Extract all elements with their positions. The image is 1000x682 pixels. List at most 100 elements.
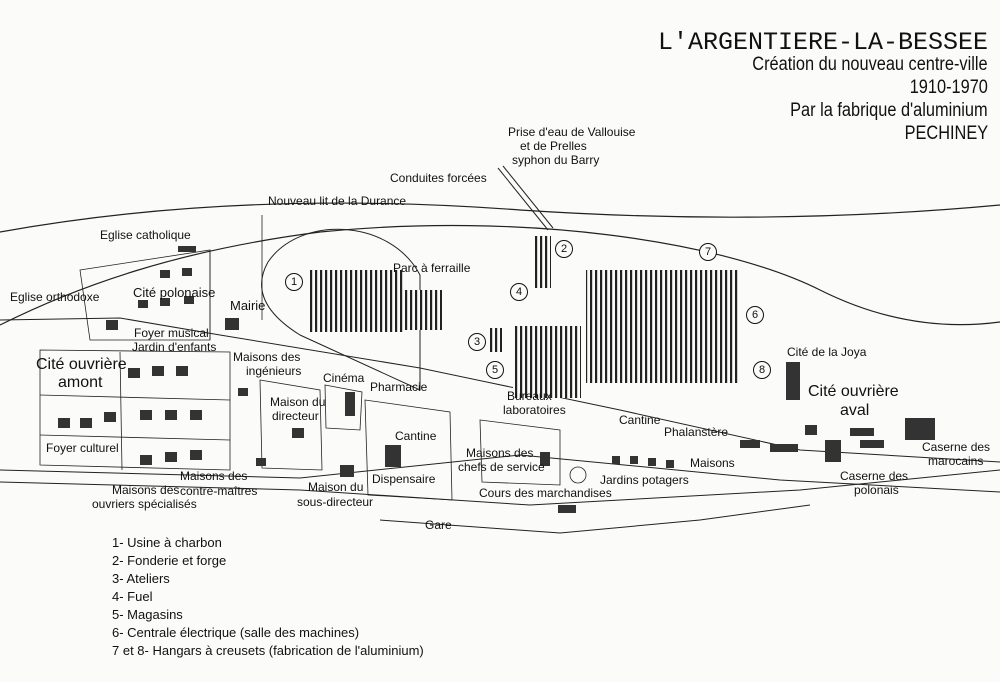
house [80, 418, 92, 428]
house [165, 410, 177, 420]
label-cours-marchandises: Cours des marchandises [479, 486, 612, 500]
house [825, 440, 841, 462]
marker-7: 7 [699, 243, 717, 261]
house [140, 455, 152, 465]
marker-1: 1 [285, 273, 303, 291]
house [104, 412, 116, 422]
house [770, 444, 798, 452]
subtitle-line-3: Par la fabrique d'aluminium [790, 100, 988, 121]
house [182, 268, 192, 276]
label-cite-polonaise: Cité polonaise [133, 285, 216, 300]
house [165, 452, 177, 462]
house [140, 410, 152, 420]
label-eglise-orthodoxe: Eglise orthodoxe [10, 290, 100, 304]
house [238, 388, 248, 396]
label-contremaitres: contre-maîtres [180, 484, 258, 498]
legend-item: 4- Fuel [112, 589, 153, 604]
durance-bank-north [0, 202, 1000, 233]
label-cite-joya: Cité de la Joya [787, 345, 867, 359]
house [225, 318, 239, 330]
marker-4: 4 [510, 283, 528, 301]
label-parc-ferraille: Parc à ferraille [393, 261, 471, 275]
house [176, 366, 188, 376]
house [666, 460, 674, 468]
label-ouvriers-specialises: ouvriers spécialisés [92, 497, 197, 511]
house [152, 366, 164, 376]
label-laboratoires: laboratoires [503, 403, 566, 417]
label-caserne-polonais: Caserne des [840, 469, 909, 483]
legend-item: 6- Centrale électrique (salle des machin… [112, 625, 360, 640]
label-pharmacie: Pharmacie [370, 380, 428, 394]
label-cite-ouvriere-aval-2: aval [840, 402, 870, 419]
cite-ouvriere-amont-boundary [39, 349, 231, 471]
subtitle-line-1: Création du nouveau centre-ville [752, 54, 988, 75]
label-sous-directeur: sous-directeur [297, 495, 374, 509]
marker-3: 3 [468, 333, 486, 351]
road-bottom [379, 504, 811, 534]
label-cite-ouvriere-amont-2: amont [58, 374, 103, 391]
hall-1b [362, 290, 442, 330]
label-phalanstere: Phalanstère [664, 425, 729, 439]
house [58, 418, 70, 428]
label-foyer-culturel: Foyer culturel [46, 441, 119, 455]
house [160, 298, 170, 306]
street [39, 394, 231, 401]
label-caserne-marocains: Caserne des [922, 440, 991, 454]
durance-bank-south [0, 224, 1000, 326]
penstock-line [497, 167, 549, 231]
label-maison-directeur-2: directeur [272, 409, 319, 423]
house [256, 458, 266, 466]
label-maisons: Maisons [690, 456, 735, 470]
label-durance: Nouveau lit de la Durance [268, 194, 407, 208]
legend-item: 1- Usine à charbon [112, 535, 222, 550]
railway [0, 454, 1000, 493]
label-cite-ouvriere-aval: Cité ouvrière [808, 383, 899, 400]
factory-halls [310, 236, 800, 400]
map-title: L'ARGENTIERE-LA-BESSEE [657, 28, 988, 57]
hall-aval [786, 362, 800, 400]
house [190, 450, 202, 460]
label-dispensaire: Dispensaire [372, 472, 436, 486]
hall-3 [488, 328, 502, 352]
label-maisons-chefs: Maisons des [466, 446, 534, 460]
label-maison-directeur: Maison du [270, 395, 326, 409]
label-prise-eau-2: et de Prelles [520, 139, 587, 153]
road-south [0, 469, 1000, 506]
label-cinema: Cinéma [323, 371, 365, 385]
house [558, 505, 576, 513]
subtitle-line-4: PECHINEY [904, 123, 988, 144]
dispensaire-boundary [364, 399, 453, 501]
hall-4 [513, 326, 581, 398]
house [850, 428, 874, 436]
house [106, 320, 118, 330]
hall-8 [586, 325, 738, 383]
roundabout [569, 466, 587, 484]
house [160, 270, 170, 278]
factory-boundary [261, 228, 421, 391]
label-jardin-enfants: Jardin d'enfants [132, 340, 217, 354]
hall-7 [586, 270, 738, 325]
house [292, 428, 304, 438]
cinema-boundary [324, 384, 363, 431]
label-foyer-musical: Foyer musical [134, 326, 209, 340]
maison-directeur-boundary [259, 379, 323, 471]
label-cantine-2: Cantine [619, 413, 661, 427]
house [805, 425, 817, 435]
label-bureaux: Bureaux [507, 389, 552, 403]
house [630, 456, 638, 464]
label-maison-sous-directeur: Maison du [308, 480, 364, 494]
housing-blocks [58, 246, 935, 513]
street [119, 351, 123, 471]
legend-item: 5- Magasins [112, 607, 183, 622]
house [184, 296, 194, 304]
hall-2 [533, 236, 551, 288]
label-marocains: marocains [928, 454, 984, 468]
label-prise-eau: Prise d'eau de Vallouise [508, 125, 636, 139]
house [648, 458, 656, 466]
label-polonais: polonais [854, 483, 899, 497]
house [340, 465, 354, 477]
house [128, 368, 140, 378]
label-mairie: Mairie [230, 298, 266, 313]
label-eglise-catholique: Eglise catholique [100, 228, 191, 242]
